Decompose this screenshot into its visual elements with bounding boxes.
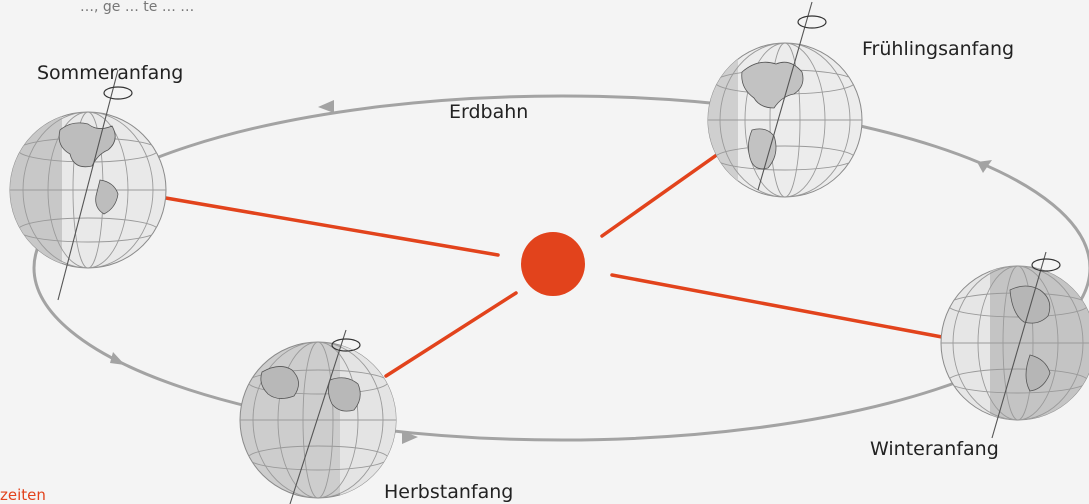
corner-text-fragment: zeiten: [0, 486, 46, 504]
ray-to-autumn: [384, 291, 518, 378]
label-winteranfang: Winteranfang: [870, 438, 999, 460]
rotation-arrow: [797, 15, 827, 29]
orbit-arrow: [110, 352, 125, 365]
globe-spring: [707, 1, 863, 198]
ray-to-summer: [158, 195, 500, 257]
globe-autumn: [239, 329, 397, 504]
earth-axis: [991, 251, 1047, 439]
label-sommeranfang: Sommeranfang: [37, 62, 183, 84]
globe-summer: [9, 69, 167, 301]
orbit-arrow: [402, 431, 418, 444]
ray-to-winter: [610, 273, 944, 339]
rotation-arrow: [331, 338, 361, 352]
label-fruehlingsanfang: Frühlingsanfang: [862, 38, 1014, 60]
sun: [521, 232, 585, 296]
top-caption-fragment: …, ge … te … …: [80, 0, 194, 15]
orbit-label: Erdbahn: [449, 101, 528, 123]
globe-winter: [940, 251, 1089, 439]
rotation-arrow: [1031, 258, 1061, 272]
orbit-direction-arrows: [110, 100, 992, 444]
earth-axis: [757, 1, 813, 191]
earth-axis: [57, 69, 119, 301]
orbit-arrow: [318, 100, 334, 113]
rotation-arrow: [103, 86, 133, 100]
orbit-arrow: [977, 160, 992, 173]
label-herbstanfang: Herbstanfang: [384, 481, 513, 503]
earth-axis: [289, 329, 347, 504]
earth-orbit: [32, 94, 1089, 442]
